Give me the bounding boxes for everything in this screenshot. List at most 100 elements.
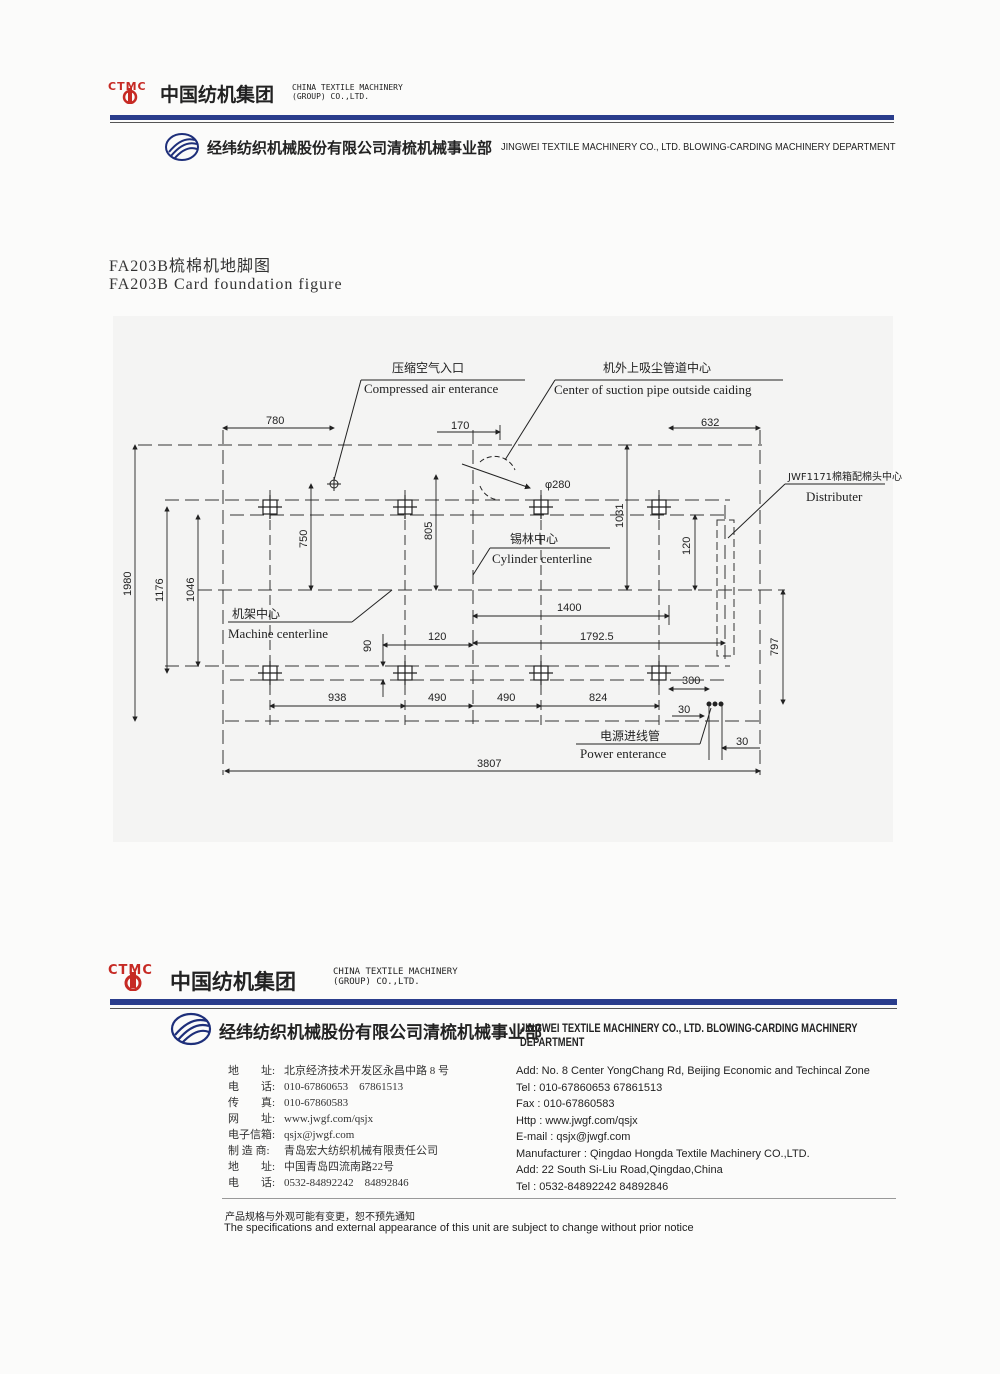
dim-90: 90 (362, 640, 374, 652)
dim-938: 938 (328, 692, 346, 704)
suction-pipe-label-en: Center of suction pipe outside caiding (554, 382, 752, 397)
contact-list-en: Add: No. 8 Center YongChang Rd, Beijing … (516, 1063, 896, 1195)
power-entrance-label-cn: 电源进线管 (600, 728, 660, 743)
dim-280: φ280 (545, 479, 571, 491)
footer-company-name-en: JINGWEI TEXTILE MACHINERY CO., LTD. BLOW… (520, 1021, 858, 1049)
figure-title-cn: FA203B梳棉机地脚图 (109, 258, 271, 275)
contact-en-row: Fax : 010-67860583 (516, 1098, 615, 1110)
dim-750: 750 (298, 530, 310, 548)
dim-1031: 1031 (614, 504, 626, 528)
footer-group-name-en-line1: CHINA TEXTILE MACHINERY (333, 967, 458, 977)
group-name-en-line1: CHINA TEXTILE MACHINERY (292, 83, 403, 92)
contact-cn-row: 电 话: 010-67860653 67861513 (228, 1079, 508, 1095)
footer-group-name-en: CHINA TEXTILE MACHINERY (GROUP) CO.,LTD. (333, 967, 458, 987)
contact-en-row: Add: 22 South Si-Liu Road,Qingdao,China (516, 1164, 723, 1176)
dim-780: 780 (266, 415, 284, 427)
contact-cn-row: 网 址: www.jwgf.com/qsjx (228, 1111, 508, 1127)
contact-cn-value: 北京经济技术开发区永昌中路 8 号 (284, 1065, 449, 1077)
company-name-en: JINGWEI TEXTILE MACHINERY CO., LTD. BLOW… (501, 141, 896, 153)
contact-cn-label: 网 址: (228, 1113, 276, 1125)
dim-1400: 1400 (557, 602, 581, 614)
figure-title-en: FA203B Card foundation figure (109, 276, 343, 293)
company-name-cn: 经纬纺织机械股份有限公司清梳机械事业部 (207, 139, 493, 157)
contact-list-cn: 地 址: 北京经济技术开发区永昌中路 8 号 电 话: 010-67860653 6… (228, 1063, 508, 1191)
distributer-label-cn: JWF1171棉箱配棉头中心 (787, 470, 902, 483)
contact-cn-row: 电子信箱: qsjx@jwgf.com (228, 1127, 508, 1143)
dim-3807: 3807 (477, 758, 501, 770)
footer-company-name-cn: 经纬纺织机械股份有限公司清梳机械事业部 (219, 1023, 542, 1043)
contact-en-row: E-mail : qsjx@jwgf.com (516, 1131, 631, 1143)
power-entrance-label-en: Power enterance (580, 746, 666, 761)
dim-300: 300 (682, 675, 700, 687)
footer-rule-thick (110, 999, 897, 1005)
contact-cn-label: 传 真: (228, 1097, 276, 1109)
ctmc-logo: CTMC (108, 80, 152, 105)
dim-632: 632 (701, 417, 719, 429)
dim-797: 797 (769, 638, 781, 656)
dim-824: 824 (589, 692, 607, 704)
distributer-label-en: Distributer (806, 489, 863, 504)
contact-cn-value: 中国青岛四流南路22号 (284, 1161, 394, 1173)
contact-cn-value: 青岛宏大纺织机械有限责任公司 (284, 1145, 438, 1157)
contact-cn-label: 电 话: (228, 1177, 276, 1189)
contact-cn-row: 地 址: 中国青岛四流南路22号 (228, 1159, 508, 1175)
dim-1980: 1980 (122, 572, 134, 596)
dim-1176: 1176 (154, 578, 166, 602)
machine-centerline-label-en: Machine centerline (228, 626, 328, 641)
notice-en: The specifications and external appearan… (224, 1222, 694, 1234)
contact-en-row: Tel : 010-67860653 67861513 (516, 1081, 663, 1094)
dim-490-right: 490 (497, 692, 515, 704)
suction-pipe-label-cn: 机外上吸尘管道中心 (603, 360, 711, 375)
footer-rule-thin (110, 1008, 897, 1009)
contact-cn-value: qsjx@jwgf.com (284, 1129, 355, 1141)
compressed-air-label-en: Compressed air enterance (364, 381, 499, 396)
footer-group-name-en-line2: (GROUP) CO.,LTD. (333, 977, 420, 987)
contact-cn-label: 电子信箱: (228, 1129, 276, 1141)
dim-30-left: 30 (678, 704, 690, 716)
dim-1792-5: 1792.5 (580, 631, 614, 643)
jingwei-logo-icon (165, 132, 199, 162)
header-rule-thin (110, 122, 894, 123)
contact-en-row: Add: No. 8 Center YongChang Rd, Beijing … (516, 1065, 870, 1077)
machine-centerline-label-cn: 机架中心 (232, 606, 280, 621)
dim-805: 805 (423, 522, 435, 540)
footer-bottom-rule (222, 1198, 896, 1199)
contact-cn-row: 电 话: 0532-84892242 84892846 (228, 1175, 508, 1191)
contact-en-row: Http : www.jwgf.com/qsjx (516, 1114, 638, 1127)
dim-30-right: 30 (736, 736, 748, 748)
footer-gear-icon (124, 972, 142, 992)
dim-170: 170 (451, 420, 469, 432)
contact-cn-label: 电 话: (228, 1081, 276, 1093)
contact-cn-label: 地 址: (228, 1161, 276, 1173)
foundation-drawing: 压缩空气入口 Compressed air enterance 机外上吸尘管道中… (122, 360, 902, 775)
dim-1046: 1046 (185, 578, 197, 602)
header: CTMC 中国纺机集团 CHINA TEXTILE MACHINERY (GRO… (0, 0, 1000, 170)
group-name-en-line2: (GROUP) CO.,LTD. (292, 92, 370, 101)
cylinder-label-cn: 锡林中心 (510, 531, 558, 546)
cylinder-label-en: Cylinder centerline (492, 551, 592, 566)
contact-cn-row: 地 址: 北京经济技术开发区永昌中路 8 号 (228, 1063, 508, 1079)
footer-group-name-cn: 中国纺机集团 (170, 970, 296, 994)
contact-cn-value: www.jwgf.com/qsjx (284, 1113, 374, 1125)
group-name-en: CHINA TEXTILE MACHINERY (GROUP) CO.,LTD. (292, 83, 403, 101)
contact-cn-label: 地 址: (228, 1065, 276, 1077)
dim-490-left: 490 (428, 692, 446, 704)
header-rule-thick (110, 115, 894, 120)
contact-cn-row: 制 造 商: 青岛宏大纺织机械有限责任公司 (228, 1143, 508, 1159)
footer-jingwei-logo-icon (170, 1012, 212, 1046)
contact-cn-value: 010-67860653 67861513 (284, 1081, 404, 1093)
footer: CTMC 中国纺机集团 CHINA TEXTILE MACHINERY (GRO… (0, 955, 1000, 1255)
dim-120-horizontal: 120 (428, 631, 446, 643)
footer-ctmc-logo-text: CTMC (108, 963, 153, 978)
group-name-cn: 中国纺机集团 (160, 84, 275, 106)
contact-cn-row: 传 真: 010-67860583 (228, 1095, 508, 1111)
contact-cn-value: 010-67860583 (284, 1097, 349, 1109)
ctmc-logo-text: CTMC (108, 80, 147, 93)
compressed-air-label-cn: 压缩空气入口 (392, 360, 464, 375)
contact-en-row: Tel : 0532-84892242 84892846 (516, 1180, 669, 1193)
notice-cn: 产品规格与外观可能有变更，恕不预先通知 (225, 1212, 415, 1223)
contact-cn-value: 0532-84892242 84892846 (284, 1177, 409, 1189)
contact-en-row: Manufacturer : Qingdao Hongda Textile Ma… (516, 1147, 810, 1160)
dim-120-vertical: 120 (681, 537, 693, 555)
contact-cn-label: 制 造 商: (228, 1145, 270, 1157)
